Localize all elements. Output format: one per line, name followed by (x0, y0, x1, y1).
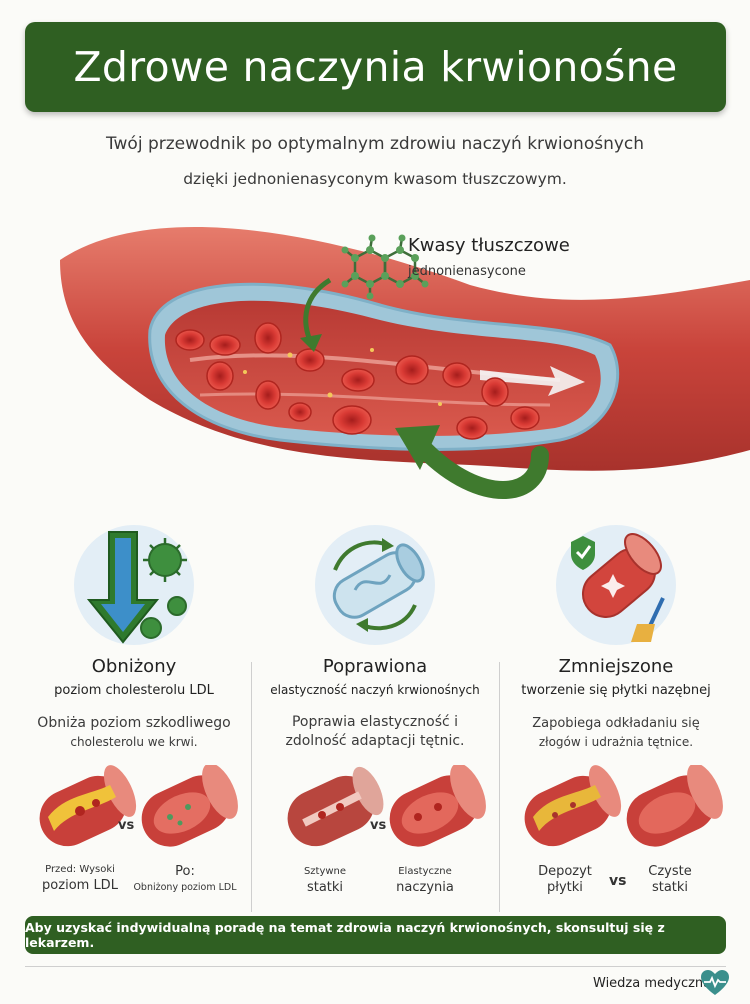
heart-pulse-icon (701, 970, 729, 995)
benefit-title-2: Poprawiona (322, 656, 428, 677)
footer-notice: Aby uzyskać indywidualną poradę na temat… (25, 920, 665, 950)
svg-text:vs: vs (118, 818, 134, 833)
vessel-plaque-icon (524, 765, 622, 847)
caption-before-1b: poziom LDL (42, 878, 118, 893)
benefit-desc-1a: Obniża poziom szkodliwego (37, 715, 231, 731)
benefit-subtitle-3: tworzenie się płytki nazębnej (521, 683, 711, 698)
vessel-high-ldl-icon (39, 765, 137, 847)
molecule-subtitle: jednonienasycone (408, 264, 526, 279)
benefit-column-cholesterol: Obniżony poziom cholesterolu LDL Obniża … (14, 520, 254, 752)
benefit-desc-3b: złogów i udrażnia tętnice. (538, 735, 694, 749)
benefit-desc-2b: zdolność adaptacji tętnic. (285, 733, 465, 749)
benefit-title-1: Obniżony (91, 656, 177, 677)
benefit-subtitle-1: poziom cholesterolu LDL (54, 683, 214, 698)
vs-label-3: vs (609, 873, 627, 889)
caption-after-3a: Czyste (648, 864, 692, 879)
down-arrow-virus-icon (74, 525, 194, 645)
plaque-comparison (524, 765, 723, 847)
molecule-title: Kwasy tłuszczowe (408, 235, 570, 256)
benefit-column-plaque: Zmniejszone tworzenie się płytki nazębne… (496, 520, 736, 752)
column-divider-1 (251, 662, 252, 912)
footer-divider (25, 966, 726, 967)
benefit-desc-1b: cholesterolu we krwi. (70, 735, 198, 749)
caption-before-3b: płytki (547, 880, 583, 895)
caption-before-2a: Sztywne (303, 866, 347, 877)
elastic-vessel-icon (389, 765, 486, 847)
page-title: Zdrowe naczynia krwionośne (73, 43, 678, 91)
footer-notice-bar: Aby uzyskać indywidualną poradę na temat… (25, 916, 726, 954)
caption-after-1b: Obniżony poziom LDL (133, 882, 237, 893)
benefit-desc-3a: Zapobiega odkładaniu się (532, 716, 700, 731)
caption-before-3a: Depozyt (538, 864, 592, 879)
caption-before-2b: statki (306, 880, 344, 895)
caption-after-2b: naczynia (396, 880, 454, 895)
caption-before-1a: Przed: Wysoki (45, 864, 115, 875)
flow-arrow-icon (480, 366, 585, 396)
caption-after-3b: statki (651, 880, 689, 895)
curved-green-arrow-icon (416, 441, 549, 499)
elasticity-comparison: vs (287, 765, 486, 847)
benefit-column-elasticity: Poprawiona elastyczność naczyń krwionośn… (255, 520, 495, 751)
caption-after-1a: Po: (175, 864, 195, 879)
benefit-subtitle-2: elastyczność naczyń krwionośnych (270, 683, 480, 697)
red-blood-cells (175, 322, 540, 440)
column-divider-2 (499, 662, 500, 912)
intro-line-1: Twój przewodnik po optymalnym zdrowiu na… (105, 134, 645, 154)
flexible-tube-icon (315, 525, 435, 645)
clean-vessel-icon (626, 765, 723, 847)
intro-line-2: dzięki jednonienasyconym kwasom tłuszczo… (183, 170, 567, 188)
blood-vessel-illustration (60, 227, 750, 499)
caption-after-2a: Elastyczne (398, 866, 452, 877)
molecule-atoms (341, 234, 429, 300)
cholesterol-comparison: vs (39, 765, 238, 847)
stiff-vessel-icon (287, 766, 384, 847)
title-banner: Zdrowe naczynia krwionośne (25, 22, 726, 112)
benefit-title-3: Zmniejszone (558, 656, 674, 677)
clean-vessel-shield-icon (556, 525, 676, 645)
svg-text:vs: vs (370, 818, 386, 833)
brand-label: Wiedza medyczna (593, 976, 712, 991)
benefit-desc-2a: Poprawia elastyczność i (291, 714, 459, 730)
vessel-low-ldl-icon (141, 765, 238, 847)
